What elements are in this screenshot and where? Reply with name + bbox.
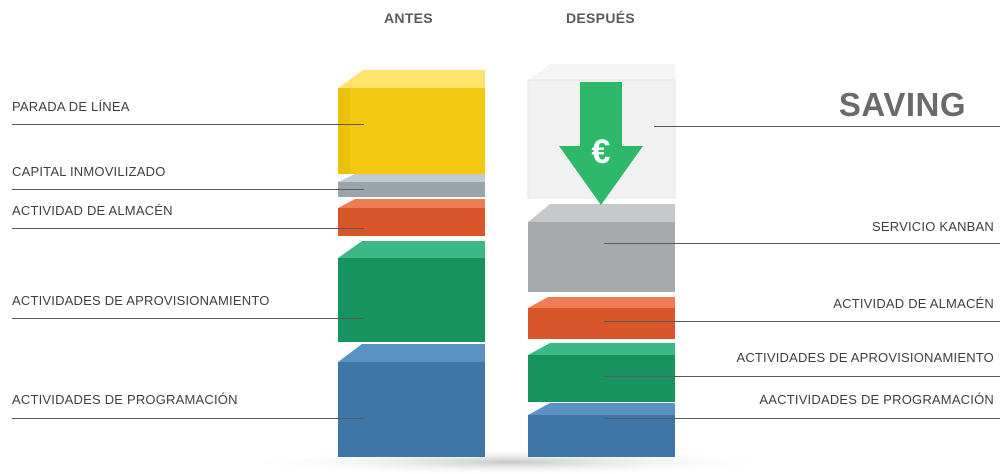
leader-almacen-despues: [604, 321, 1000, 322]
label-prog-antes: ACTIVIDADES DE PROGRAMACIÓN: [12, 392, 238, 407]
label-almacen-despues: ACTIVIDAD DE ALMACÉN: [833, 296, 994, 311]
label-prog-despues: AACTIVIDADES DE PROGRAMACIÓN: [759, 392, 994, 407]
euro-symbol: €: [592, 133, 611, 171]
label-servicio-kanban: SERVICIO KANBAN: [872, 219, 994, 234]
label-almacen-antes: ACTIVIDAD DE ALMACÉN: [12, 203, 173, 218]
floor-shadow: [240, 448, 780, 474]
leader-parada-linea: [12, 124, 364, 125]
header-antes: ANTES: [384, 10, 433, 26]
leader-prog-despues: [604, 418, 1000, 419]
leader-capital-inmovilizado: [12, 189, 364, 190]
leader-aprov-antes: [12, 318, 364, 319]
label-aprov-antes: ACTIVIDADES DE APROVISIONAMIENTO: [12, 293, 270, 308]
before-block-parada: [338, 70, 485, 174]
leader-prog-antes: [12, 418, 364, 419]
euro-down-arrow-icon: €: [559, 82, 643, 205]
saving-label: SAVING: [838, 86, 966, 123]
after-block-aprov: [528, 343, 675, 402]
before-block-almacen: [338, 199, 485, 236]
header-despues: DESPUÉS: [566, 10, 636, 26]
leader-aprov-despues: [604, 376, 1000, 377]
leader-almacen-antes: [12, 228, 364, 229]
saving-leader-line: [654, 126, 1000, 127]
label-aprov-despues: ACTIVIDADES DE APROVISIONAMIENTO: [736, 350, 994, 365]
leader-servicio-kanban: [604, 243, 1000, 244]
before-block-prog: [338, 344, 485, 457]
label-parada-linea: PARADA DE LÍNEA: [12, 99, 130, 114]
after-block-almacen: [528, 297, 675, 339]
label-capital-inmovilizado: CAPITAL INMOVILIZADO: [12, 164, 166, 179]
before-block-aprov: [338, 241, 485, 342]
before-block-capital: [338, 174, 485, 197]
after-block-kanban: [528, 204, 675, 292]
after-block-prog: [528, 403, 675, 457]
